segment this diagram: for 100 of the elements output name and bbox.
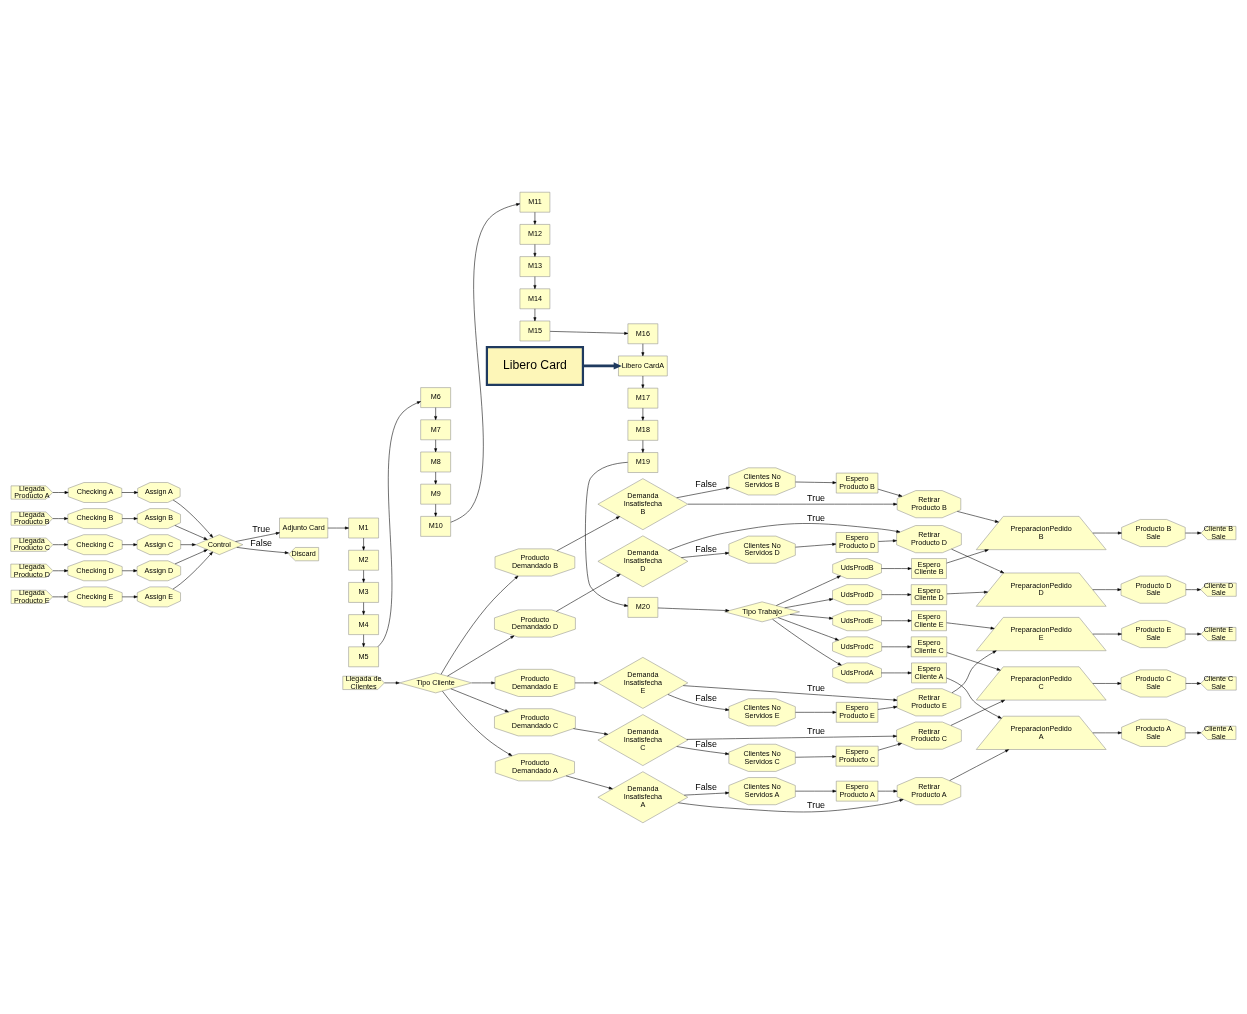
edge-label: False	[695, 692, 718, 703]
arrow	[236, 546, 289, 554]
arrow	[235, 531, 280, 542]
arrow	[667, 693, 730, 711]
arrow	[881, 644, 912, 648]
arrow	[172, 499, 214, 538]
arrow	[362, 601, 366, 615]
arrow	[450, 202, 521, 523]
arrow	[777, 616, 839, 640]
arrow	[442, 690, 513, 756]
arrow	[447, 635, 515, 676]
arrow	[641, 375, 645, 388]
arrow	[681, 551, 730, 558]
arrow	[362, 633, 366, 647]
arrow	[180, 542, 196, 546]
arrow	[1092, 632, 1122, 635]
edge-label: True	[807, 492, 826, 503]
arrow	[121, 568, 138, 572]
arrow	[686, 734, 897, 740]
arrow	[687, 502, 898, 506]
edge-label: True	[252, 523, 271, 534]
arrow	[121, 490, 138, 494]
arrow	[1092, 681, 1122, 685]
arrow	[795, 710, 837, 714]
arrow	[1092, 531, 1122, 534]
arrow	[878, 538, 897, 542]
arrow	[565, 775, 613, 789]
edge-label: False	[250, 537, 273, 548]
arrow	[772, 618, 842, 665]
arrow	[362, 569, 366, 583]
arrow	[795, 480, 837, 484]
arrow	[795, 542, 837, 547]
arrow	[946, 677, 1002, 719]
arrow	[795, 754, 837, 758]
arrow	[1092, 587, 1122, 591]
arrow	[682, 684, 898, 701]
arrow	[1092, 730, 1122, 734]
arrow	[1185, 632, 1202, 635]
arrow	[881, 566, 912, 570]
arrow	[683, 791, 730, 795]
arrow	[434, 471, 438, 484]
arrow	[174, 548, 208, 564]
arrow	[877, 705, 898, 710]
arrow	[384, 680, 400, 684]
arrow	[1185, 730, 1202, 734]
arrow	[533, 275, 537, 289]
arrow	[574, 680, 599, 684]
arrow	[946, 651, 1001, 670]
arrow	[1185, 587, 1201, 591]
edge-label: False	[695, 543, 718, 554]
arrow	[951, 548, 1005, 573]
arrow	[52, 594, 69, 598]
arrow	[121, 516, 138, 520]
edge-label: False	[695, 738, 718, 749]
arrow	[676, 486, 731, 498]
arrow	[172, 551, 213, 589]
arrow	[657, 607, 730, 612]
edge-label: False	[695, 478, 718, 489]
arrow	[440, 575, 519, 674]
arrow	[1185, 531, 1202, 534]
arrow	[471, 680, 496, 684]
arrow	[174, 524, 208, 540]
arrow	[789, 613, 834, 620]
arrow	[450, 688, 509, 712]
arrow	[881, 618, 912, 622]
arrow	[784, 597, 834, 608]
arrow	[957, 510, 999, 523]
arrow	[676, 745, 730, 755]
arrow	[950, 699, 1005, 726]
arrow	[949, 748, 1009, 781]
arrow	[677, 798, 904, 812]
arrow	[641, 439, 645, 453]
arrow	[362, 537, 366, 550]
edge-label: True	[807, 799, 826, 810]
arrow	[946, 590, 988, 594]
node-box: Libero Card	[485, 345, 585, 386]
arrow	[795, 789, 837, 793]
edge-label: True	[807, 512, 826, 523]
arrow	[533, 308, 537, 321]
arrow	[881, 670, 912, 674]
arrow	[52, 516, 69, 520]
arrow	[946, 622, 995, 630]
arrow	[1185, 681, 1201, 685]
arrow	[881, 592, 912, 596]
arrow	[582, 361, 622, 370]
edge-label: False	[695, 781, 718, 792]
arrow	[377, 400, 421, 647]
edge-label: True	[807, 725, 826, 736]
arrow	[641, 407, 645, 421]
arrow	[776, 575, 841, 606]
arrow	[951, 650, 997, 693]
arrow	[556, 573, 621, 612]
arrow	[434, 503, 438, 517]
arrow	[52, 490, 69, 494]
arrow	[641, 343, 645, 356]
arrow	[573, 727, 609, 735]
arrow	[549, 330, 629, 335]
arrow	[533, 211, 537, 225]
arrow	[434, 406, 438, 420]
arrow	[878, 742, 902, 750]
